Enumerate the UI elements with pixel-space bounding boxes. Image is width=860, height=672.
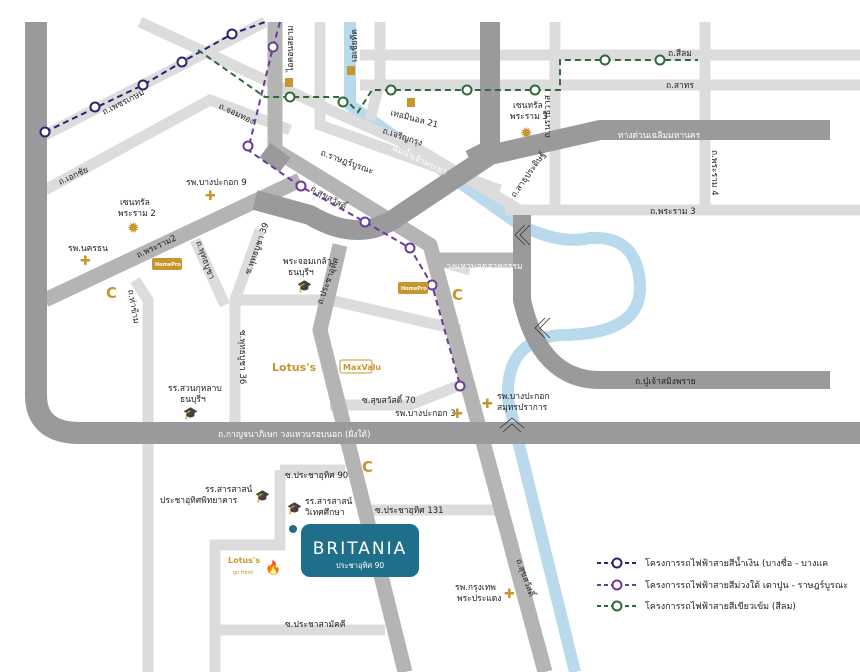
poi-label: ธนบุรีฯ: [288, 267, 314, 278]
shopping-bag-icon: [285, 78, 293, 87]
shopping-bag-icon: [347, 66, 355, 75]
bridge-icons: [499, 224, 551, 433]
legend-label: โครงการรถไฟฟ้าสายสีน้ำเงิน (บางซื่อ - บา…: [645, 556, 828, 569]
coffee-shop-icon: C: [362, 458, 373, 476]
legend-item-purple-line: โครงการรถไฟฟ้าสายสีม่วงใต้ เตาปูน - ราษฎ…: [597, 579, 848, 591]
road-label: ทางด่วนเฉลิมมหานคร: [618, 131, 701, 141]
poi-label: รพ.บางปะกอก 9: [186, 178, 247, 188]
blue-line-stations: [39, 28, 238, 138]
purple-line-stations: [242, 41, 466, 392]
maxvalu-logo: [339, 359, 373, 374]
minor-roads: [42, 17, 860, 672]
legend: โครงการรถไฟฟ้าสายสีน้ำเงิน (บางซื่อ - บา…: [597, 556, 848, 612]
homepro-label: HomePro: [401, 286, 427, 292]
legend-item-green-line: โครงการรถไฟฟ้าสายสีเขียวเข้ม (สีลม): [597, 600, 796, 612]
school-cap-icon: 🎓: [287, 501, 302, 515]
poi-label: เอเชียทีค: [349, 29, 360, 62]
green-line-route: [197, 49, 698, 114]
road-label: ซ.ประชาอุทิศ 90: [285, 471, 348, 481]
poi-label: ประชาอุทิศพิทยาคาร: [160, 496, 238, 506]
main-roads: [41, 22, 553, 672]
poi-label: รพ.นครธน: [68, 244, 108, 254]
hospital-cross-icon: ✚: [205, 189, 216, 204]
highways: [25, 22, 860, 444]
poi-label: รร.สารสาสน์: [205, 484, 253, 495]
road-label: ถ.ปู่เจ้าสมิงพราย: [635, 376, 696, 387]
poi-label: พระประแดง: [457, 594, 501, 604]
road-label: ซ.ประชาอุทิศ 131: [375, 506, 444, 516]
school-cap-icon: 🎓: [183, 406, 198, 420]
hospital-cross-icon: ✚: [504, 587, 515, 602]
road-label: ถ.นราธิวาส: [543, 94, 553, 138]
project-name: BRITANIA: [313, 539, 408, 559]
project-marker[interactable]: BRITANIA ประชาอุทิศ 90: [289, 524, 419, 577]
homepro-logo: HomePro: [398, 282, 428, 294]
green-line-stations: [284, 54, 666, 108]
road-label: ถ.ราษฎร์บูรณะ: [319, 147, 375, 176]
road-label: ซ.พุทธบูชา 36: [237, 330, 247, 384]
poi-label: เซนทรัล: [513, 101, 543, 111]
lotus-gofresh-sub: go fresh: [233, 570, 253, 576]
shopping-bag-icon: [407, 98, 415, 107]
school-cap-icon: 🎓: [255, 489, 270, 503]
blue-line-route: [44, 21, 266, 133]
road-label: ถ.พระราม 4: [709, 150, 719, 196]
gas-station-icon: 🔥: [265, 560, 281, 576]
poi-label: พระราม 2: [118, 209, 156, 219]
homepro-logo: HomePro: [152, 258, 182, 270]
poi-label: รพ.บางปะกอก 3: [395, 409, 456, 419]
poi-label: พระราม 3: [510, 112, 548, 122]
hospital-cross-icon: ✚: [452, 407, 463, 422]
road-label: ถ.พุทธบูชา: [193, 240, 216, 281]
coffee-shop-icon: C: [106, 284, 117, 302]
lotus-gofresh-logo: Lotus's: [228, 556, 260, 565]
poi-label: ธนบุรีฯ: [180, 394, 206, 405]
central-sun-icon: ✹: [127, 219, 140, 237]
school-cap-icon: 🎓: [297, 279, 312, 293]
poi-label: เทอมินอล 21: [389, 108, 439, 130]
poi-label: สมุทรปราการ: [497, 403, 548, 413]
poi-label: รร.สารสาสน์: [305, 496, 353, 507]
poi-label: รร.สวนกุหลาบ: [168, 384, 222, 394]
central-sun-icon: ✹: [520, 124, 533, 142]
legend-label: โครงการรถไฟฟ้าสายสีเขียวเข้ม (สีลม): [645, 601, 796, 612]
homepro-label: HomePro: [155, 262, 181, 268]
poi-label: รพ.บางปะกอก: [497, 392, 550, 402]
poi-label: ไอคอนสยาม: [285, 25, 296, 73]
road-label: ถ.สีลม: [668, 48, 692, 59]
poi-label: วิเทศศึกษา: [305, 508, 345, 518]
legend-item-blue-line: โครงการรถไฟฟ้าสายสีน้ำเงิน (บางซื่อ - บา…: [597, 556, 828, 569]
lotus-logo: Lotus's: [272, 361, 317, 374]
road-label: ถ.กาญจนาภิเษก วงแหวนรอบนอก (ฝั่งใต้): [218, 428, 370, 440]
legend-label: โครงการรถไฟฟ้าสายสีม่วงใต้ เตาปูน - ราษฎ…: [645, 579, 848, 591]
coffee-shop-icon: C: [452, 286, 463, 304]
road-label: ซ.ประชาสามัคคี: [285, 619, 345, 630]
maxvalu-label: MaxValu: [343, 363, 381, 372]
hospital-cross-icon: ✚: [482, 397, 493, 412]
hospital-cross-icon: ✚: [80, 254, 91, 269]
poi-label: พระจอมเกล้า: [283, 256, 331, 267]
project-subtitle: ประชาอุทิศ 90: [336, 561, 384, 570]
poi-label: รพ.กรุงเทพ: [455, 583, 496, 593]
purple-line-route: [246, 21, 461, 386]
road-label: วงแหวนอุตสาหกรรม: [446, 262, 523, 272]
poi-label: เซนทรัล: [120, 198, 150, 208]
road-label: ถ.สาทร: [666, 81, 694, 91]
chao-phraya-river: [344, 22, 646, 672]
road-label: ซ.สุขสวัสดิ์ 70: [362, 394, 416, 406]
road-label: ถ.พระราม 3: [650, 207, 696, 217]
